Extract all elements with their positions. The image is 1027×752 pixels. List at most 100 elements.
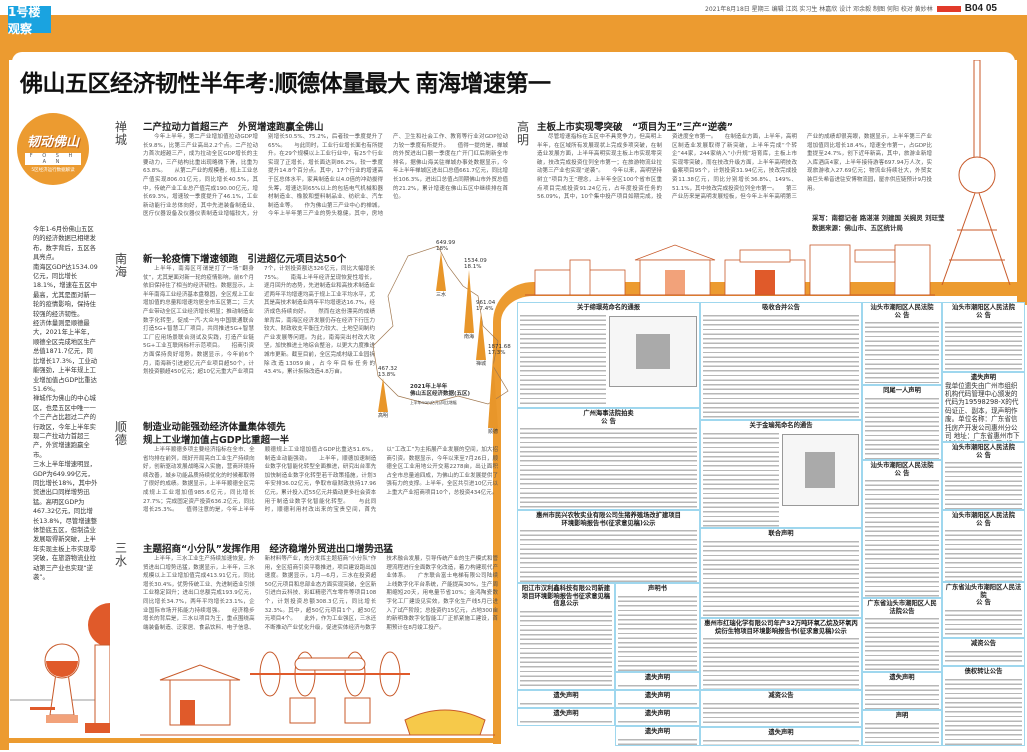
notice-text-block xyxy=(703,636,859,689)
district-label-chancheng: 禅城 xyxy=(115,120,128,147)
skyline-illustration xyxy=(525,244,935,296)
district-label-gaoming: 高明 xyxy=(517,120,530,147)
notice-ad: 关于金瑜苑命名的通告 xyxy=(700,420,862,528)
orange-right-border xyxy=(1017,15,1027,305)
notice-title: 阳江市汉利鑫科技有限公司新建项目环境影响报告书征求意见稿信息公示 xyxy=(521,585,611,607)
notice-ad: 惠州市红瑞化学有限公司年产32万吨环氧乙烷及环氧丙烷衍生物项目环境影响报告书(征… xyxy=(700,618,862,690)
notice-ad: 关于缔璟苑命名的通报 xyxy=(517,302,700,408)
article-chancheng: 今年上半年，第二产业增加值拉动GDP增长9.8%，比第三产业高出2.2个点。二产… xyxy=(143,134,508,218)
summary-paragraph: 今年1-6月份佛山五区的的经济数据已相继发布，数字背后，五区各具亮点。 xyxy=(33,226,96,262)
notice-text-block xyxy=(520,718,612,725)
headline-gaoming: 主板上市实现零突破 “项目为王”三产“逆袭” xyxy=(537,122,733,133)
notice-ad: 广州海事法院拍卖公 告 xyxy=(517,408,700,510)
district-growth: 18% xyxy=(436,246,449,252)
notice-text-block xyxy=(703,430,779,527)
page-number: B04 05 xyxy=(964,3,997,14)
notice-ad: 遗失声明 xyxy=(517,708,615,726)
notice-title: 债权转让公告 xyxy=(964,668,1003,675)
notice-title: 汕头市潮阳区人民法院 xyxy=(952,304,1015,311)
logo-name: 韧动佛山 xyxy=(26,135,79,150)
notice-text-block xyxy=(945,676,1022,745)
notice-ad: 声明书 xyxy=(615,583,700,672)
notice-title: 声明 xyxy=(895,712,909,719)
notice-text-block xyxy=(618,700,697,707)
headline-shunde-1: 制造业动能强劲经济体量集体领先 xyxy=(143,422,286,433)
notice-text-block xyxy=(945,320,1022,371)
page-header: 2021年8月18日 星期三 编辑 江岚 实习生 林嘉欣 设计 邓余毅 制图 何… xyxy=(705,3,997,14)
notice-text-block xyxy=(618,593,697,671)
site-map xyxy=(609,315,697,387)
notice-title: 遗失声明 xyxy=(553,710,579,717)
notice-ad: 阳江市汉利鑫科技有限公司新建项目环境影响报告书征求意见稿信息公示 xyxy=(517,583,615,690)
article-shunde: 上半年顺德多项主要经济指标在全市、全省均排在前列，既好开局亮白工业生产持续向好，… xyxy=(143,447,498,514)
summary-paragraph: 南海区GDP达1534.09亿元，同比增长18.1%，增速在五区中最高，尤其是面… xyxy=(33,263,98,318)
sidebar-summary: 今年1-6月份佛山五区的的经济数据已相继发布，数字背后，五区各具亮点。 南海区G… xyxy=(33,225,99,582)
summary-paragraph: 禅城作为佛山的中心城区，也是五区中唯一一个三产占比超过二产的行政区，今年上半年实… xyxy=(33,395,96,459)
landmark-illustration xyxy=(140,651,495,736)
notice-title: 汕头市潮阳区人民法院 xyxy=(952,512,1015,519)
district-spike: 961.04 17.4% 禅城 xyxy=(476,300,495,367)
notice-text-block xyxy=(865,720,939,745)
article-nanhai: 上半年，南海区可谓是打了一场“翻身仗”，尤其是面对新一轮的疫情影响，前6个月依旧… xyxy=(143,266,375,376)
notice-text-block xyxy=(703,737,859,745)
notice-body: 我单位遗失由广州市组织机构代码管理中心颁发的代码为19598298-X的代码证正… xyxy=(945,381,1020,442)
spike-mark xyxy=(488,356,498,428)
notice-title: 遗失声明 xyxy=(644,692,671,699)
notice-title: 惠州市民兴农牧实业有限公司生猪养殖场改扩建项目 xyxy=(536,512,681,519)
notice-title: 关于金瑜苑命名的通告 xyxy=(749,422,813,429)
notice-text-block xyxy=(618,736,697,745)
notice-title: 汕头市潮阳区人民法院 xyxy=(870,462,934,469)
article-gaoming: 尽管增速指标在五区中不具竞争力，但高明上半年，在区域所有发展现状上完成多项突破，… xyxy=(537,134,932,201)
district-spike: 1534.09 18.1% 南海 xyxy=(464,258,487,340)
notice-title: 减资公告 xyxy=(970,640,997,647)
notice-subtitle: 公 告 xyxy=(976,519,991,527)
notice-ad: 广东省汕头市潮阳区人民法院公告 xyxy=(862,598,942,672)
district-growth: 18.1% xyxy=(464,264,482,270)
notice-text-block xyxy=(520,426,697,509)
notice-subtitle: 公 告 xyxy=(976,451,991,459)
district-spike: 1871.68 17.3% 顺德 xyxy=(488,344,511,435)
district-growth: 17.4% xyxy=(476,306,494,312)
notice-title: 遗失声明 xyxy=(970,374,997,381)
notice-title: 遗失声明 xyxy=(644,728,671,735)
notice-text-block xyxy=(865,682,939,709)
notice-title: 遗失声明 xyxy=(644,674,671,681)
district-label-shunde: 顺德 xyxy=(115,420,128,447)
notice-text-block xyxy=(703,312,859,419)
notice-subtitle: 公 告 xyxy=(894,311,910,319)
notice-subtitle: 公 告 xyxy=(894,469,910,477)
district-label-nanhai: 南海 xyxy=(115,252,128,279)
notice-text-block xyxy=(703,700,859,726)
map-title-line1: 2021年上半年 xyxy=(410,384,448,390)
notice-title: 遗失声明 xyxy=(553,692,579,699)
notice-title: 遗失声明 xyxy=(768,729,794,736)
district-growth: 17.3% xyxy=(488,350,506,356)
notice-title: 遗失声明 xyxy=(644,710,671,717)
notice-ad: 联合声明 xyxy=(700,528,862,618)
notice-text-block xyxy=(618,718,697,725)
notice-ad: 债权转让公告 xyxy=(942,666,1025,746)
orange-bottom-border xyxy=(9,738,501,743)
spike-mark xyxy=(476,312,486,360)
notice-ad: 汕头市潮阳区人民法院公 告 xyxy=(942,510,1025,582)
notice-text-block xyxy=(945,460,1022,509)
article-sanshui: 上半年，三水工业生产持续加速恢复，外贸进出口增势迅猛，数据显示，上半年，三水规模… xyxy=(143,556,498,631)
district-gdp: 1534.09 xyxy=(464,258,487,264)
notice-text-block xyxy=(520,608,612,689)
notice-ad: 减资公告 xyxy=(700,690,862,727)
district-label-sanshui: 三水 xyxy=(115,541,128,568)
notice-text-block xyxy=(618,682,697,689)
column-logo: 韧动佛山 F O S H A N 5区经济运行数据解读 xyxy=(17,113,89,185)
notice-title: 广州海事法院拍卖 xyxy=(583,410,634,417)
notice-title: 减资公告 xyxy=(768,692,794,699)
spike-mark xyxy=(378,378,388,412)
district-spike: 467.32 13.8% 高明 xyxy=(378,366,397,419)
credits: 采写：南都记者 路湛湛 刘建国 关婉灵 刘玨莹 数据来源：佛山市、五区统计局 xyxy=(810,212,947,234)
notice-ad: 汕头市潮阳区人民法院公 告 xyxy=(942,442,1025,510)
notice-title: 声明书 xyxy=(648,585,667,592)
notice-ad: 遗失声明 xyxy=(615,672,700,690)
district-name: 顺德 xyxy=(488,429,499,435)
headline-chancheng: 二产拉动力首超三产 外贸增速跑赢全佛山 xyxy=(143,122,324,133)
notice-title: 汕头市潮阳区人民法院 xyxy=(952,444,1015,451)
notice-ad: 遗失声明我单位遗失由广州市组织机构代码管理中心颁发的代码为19598298-X的… xyxy=(942,372,1025,442)
